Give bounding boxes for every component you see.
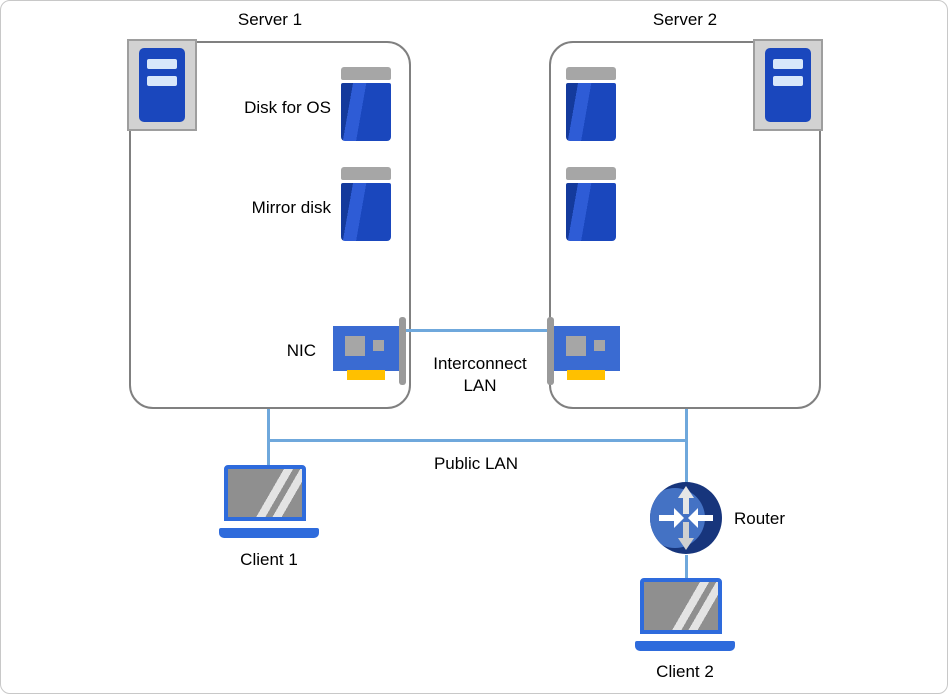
tower-slot: [147, 59, 177, 69]
server2-tower-body: [765, 48, 811, 122]
nic-icon: [554, 326, 620, 371]
mirror-disk-label: Mirror disk: [251, 198, 331, 217]
router-icon: [650, 482, 722, 554]
mirror-disk-icon: [341, 167, 391, 241]
client2-laptop-icon: [635, 578, 735, 651]
interconnect-lan-label: Interconnect LAN: [409, 353, 551, 397]
server1-title: Server 1: [237, 10, 303, 29]
disk-body: [341, 83, 391, 141]
nic-chip: [594, 340, 605, 351]
server2-public-lan-line: [685, 409, 688, 485]
nic-chip: [566, 336, 586, 356]
tower-slot: [773, 76, 803, 86]
server2-title: Server 2: [652, 10, 718, 29]
public-lan-label: Public LAN: [433, 454, 519, 473]
disk-for-os-label: Disk for OS: [244, 98, 331, 117]
laptop-glare: [228, 469, 302, 517]
nic-icon: [333, 326, 399, 371]
client2-label: Client 2: [656, 662, 714, 681]
interconnect-lan-line: [406, 329, 547, 332]
interconnect-lan-label-line1: Interconnect: [433, 354, 527, 373]
tower-slot: [147, 76, 177, 86]
interconnect-lan-label-line2: LAN: [463, 376, 497, 396]
laptop-screen: [224, 465, 306, 521]
server2-tower-icon: [753, 39, 823, 131]
client1-laptop-icon: [219, 465, 319, 538]
laptop-glare: [644, 582, 718, 630]
server1-tower-body: [139, 48, 185, 122]
disk-cap: [341, 167, 391, 180]
disk-cap: [566, 67, 616, 80]
disk-cap: [341, 67, 391, 80]
router-client2-line: [685, 555, 688, 579]
nic-bracket: [547, 317, 554, 385]
nic-chip: [345, 336, 365, 356]
tower-slot: [773, 59, 803, 69]
nic-bracket: [399, 317, 406, 385]
public-lan-line: [267, 439, 688, 442]
nic-chip: [373, 340, 384, 351]
client1-label: Client 1: [240, 550, 298, 569]
nic-label: NIC: [286, 341, 316, 360]
nic-connector: [347, 370, 385, 380]
disk-body: [341, 183, 391, 241]
laptop-base: [219, 528, 319, 538]
laptop-screen: [640, 578, 722, 634]
disk-body: [566, 183, 616, 241]
router-label: Router: [734, 509, 786, 528]
disk-body: [566, 83, 616, 141]
server1-tower-icon: [127, 39, 197, 131]
mirror-disk-icon: [566, 167, 616, 241]
os-disk-icon: [341, 67, 391, 141]
laptop-base: [635, 641, 735, 651]
disk-cap: [566, 167, 616, 180]
os-disk-icon: [566, 67, 616, 141]
nic-connector: [567, 370, 605, 380]
